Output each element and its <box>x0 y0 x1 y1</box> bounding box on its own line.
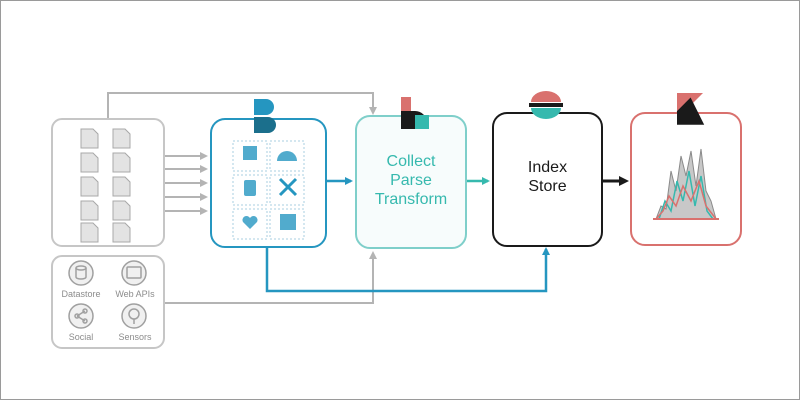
source-label-datastore: Datastore <box>61 289 101 299</box>
source-label-web-apis: Web APIs <box>115 289 155 299</box>
kibana-logo <box>677 93 705 125</box>
elasticsearch-label-line-2: Store <box>528 178 567 196</box>
logstash-label-line-3: Transform <box>374 191 448 209</box>
bypass-arrow-top <box>107 92 377 119</box>
logstash-label-line-2: Parse <box>390 172 432 190</box>
files-to-beats-arrows <box>164 152 208 215</box>
elasticsearch-label-line-1: Index <box>527 159 568 176</box>
elasticsearch-label: Index Store <box>493 158 602 196</box>
elasticsearch-logo <box>529 91 563 119</box>
source-label-social: Social <box>68 332 94 342</box>
source-label-sensors: Sensors <box>118 332 152 342</box>
beats-box <box>210 118 327 248</box>
beats-to-elasticsearch-arrow <box>265 247 550 293</box>
beats-module-grid <box>232 140 305 240</box>
kibana-chart <box>653 148 719 220</box>
source-icons <box>68 260 147 329</box>
logstash-label: Collect Parse Transform <box>356 152 466 210</box>
files-box <box>51 118 165 247</box>
beats-module-icons <box>242 146 298 230</box>
beats-logo <box>254 99 276 133</box>
logstash-logo <box>401 97 429 129</box>
file-icons <box>80 128 131 243</box>
logstash-label-line-1: Collect <box>386 153 436 170</box>
bypass-arrow-bottom <box>164 251 377 304</box>
